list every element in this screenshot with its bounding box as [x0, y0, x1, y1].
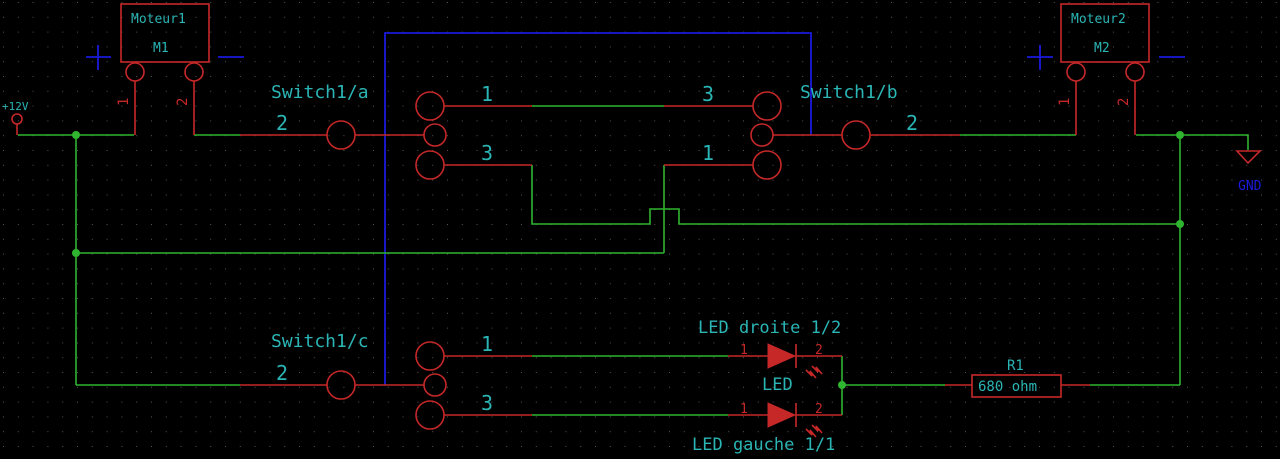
power-12v[interactable]: +12V: [2, 100, 29, 135]
ground-symbol[interactable]: GND: [1235, 150, 1262, 194]
gnd-label: GND: [1238, 179, 1262, 194]
switch-1b-pin-bottom: 1: [702, 141, 714, 165]
switch-1b-name: Switch1/b: [800, 82, 898, 103]
led-value-label: LED: [762, 375, 793, 395]
resistor-r1-ref: R1: [1007, 358, 1024, 374]
switch-1a-pin-bottom: 3: [481, 141, 493, 165]
resistor-r1-value: 680 ohm: [978, 379, 1037, 395]
switch-1b[interactable]: Switch1/b 2 3 1: [664, 82, 960, 180]
switch-1b-common-pin: 2: [906, 111, 918, 135]
motor-m1-name: Moteur1: [131, 12, 186, 27]
switch-1b-pin-top: 3: [702, 82, 714, 106]
motor-m1-pin2: 2: [175, 98, 191, 106]
motor-m2-pin1: 1: [1057, 98, 1073, 106]
led-gauche-pin2: 2: [815, 402, 823, 417]
switch-1a-common-pin: 2: [276, 111, 288, 135]
switch-1c-name: Switch1/c: [271, 331, 369, 352]
switch-1a-name: Switch1/a: [271, 82, 369, 103]
motor-m1-ref: M1: [153, 41, 169, 56]
motor-m1-pin1: 1: [116, 98, 132, 106]
resistor-r1[interactable]: R1 680 ohm: [945, 358, 1090, 398]
junctions: [72, 131, 1184, 389]
led-droite-pin2: 2: [815, 343, 823, 358]
motor-m2-name: Moteur2: [1071, 12, 1126, 27]
motor-m2[interactable]: Moteur2 M2 1 2: [1027, 3, 1185, 135]
power-12v-label: +12V: [2, 100, 29, 113]
switch-1a-pin-top: 1: [481, 82, 493, 106]
motor-m2-pin2: 2: [1116, 98, 1132, 106]
led-droite-pin1: 1: [740, 343, 748, 358]
led-droite[interactable]: LED droite 1/2 1 2: [698, 318, 842, 379]
wires: [18, 105, 1249, 416]
led-gauche[interactable]: LED gauche 1/1 1 2: [692, 402, 842, 455]
switch-1c[interactable]: Switch1/c 2 1 3: [240, 331, 532, 430]
light-emission-icon: [805, 369, 817, 379]
led-gauche-name: LED gauche 1/1: [692, 435, 835, 455]
light-emission-icon: [805, 428, 817, 438]
motor-m1[interactable]: Moteur1 M1 1 2: [86, 3, 244, 135]
switch-link-line: [384, 32, 812, 385]
led-droite-name: LED droite 1/2: [698, 318, 841, 338]
switch-1c-common-pin: 2: [276, 361, 288, 385]
switch-1c-pin-bottom: 3: [481, 391, 493, 415]
motor-m2-ref: M2: [1094, 41, 1110, 56]
led-gauche-pin1: 1: [740, 402, 748, 417]
switch-1c-pin-top: 1: [481, 332, 493, 356]
switch-1a[interactable]: Switch1/a 2 1 3: [240, 82, 532, 180]
